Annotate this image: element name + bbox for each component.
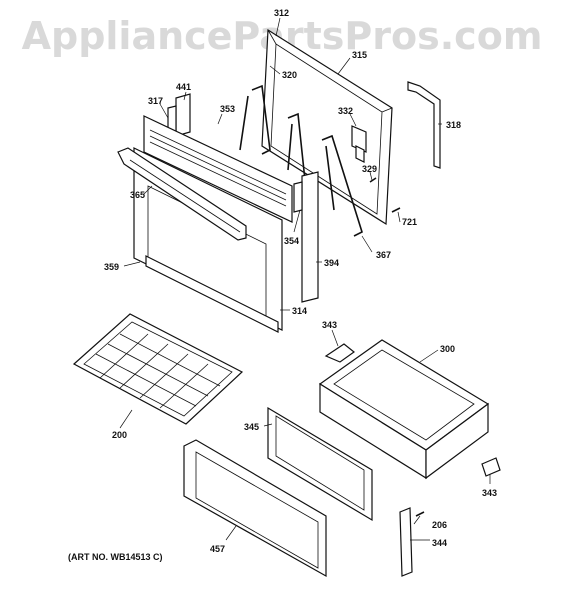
part-441-hinge-bracket[interactable] bbox=[167, 93, 191, 137]
label-332: 332 bbox=[338, 106, 353, 116]
label-359: 359 bbox=[104, 262, 119, 272]
label-200: 200 bbox=[112, 430, 127, 440]
part-343-drawer-clip-left[interactable] bbox=[324, 343, 355, 363]
part-200-oven-rack[interactable] bbox=[72, 313, 244, 425]
part-394-side-post[interactable] bbox=[293, 171, 319, 303]
label-457: 457 bbox=[210, 544, 225, 554]
label-721: 721 bbox=[402, 217, 417, 227]
label-344: 344 bbox=[432, 538, 447, 548]
leader-lines bbox=[119, 17, 491, 541]
part-206-screw[interactable] bbox=[415, 511, 425, 517]
part-329-screw[interactable] bbox=[369, 177, 377, 183]
label-365: 365 bbox=[130, 190, 145, 200]
label-315: 315 bbox=[352, 50, 367, 60]
art-number: (ART NO. WB14513 C) bbox=[68, 552, 163, 562]
part-365-door-handle[interactable] bbox=[117, 147, 247, 241]
part-317-vent-panel[interactable] bbox=[143, 115, 293, 223]
label-317: 317 bbox=[148, 96, 163, 106]
part-number-labels: 312 315 320 441 317 353 332 318 329 365 … bbox=[104, 8, 497, 554]
part-318-gasket[interactable] bbox=[407, 81, 441, 169]
part-300-storage-drawer[interactable] bbox=[318, 339, 490, 480]
label-314: 314 bbox=[292, 306, 307, 316]
label-320: 320 bbox=[282, 70, 297, 80]
label-354: 354 bbox=[284, 236, 299, 246]
part-343-drawer-clip-right[interactable] bbox=[481, 457, 501, 477]
part-314-bottom-trim[interactable] bbox=[145, 255, 279, 333]
label-345: 345 bbox=[244, 422, 259, 432]
label-343-right: 343 bbox=[482, 488, 497, 498]
label-318: 318 bbox=[446, 120, 461, 130]
label-300: 300 bbox=[440, 344, 455, 354]
label-343-left: 343 bbox=[322, 320, 337, 330]
label-329: 329 bbox=[362, 164, 377, 174]
part-457-drawer-front[interactable] bbox=[183, 439, 327, 578]
label-441: 441 bbox=[176, 82, 191, 92]
part-721-screw[interactable] bbox=[391, 207, 401, 213]
label-312: 312 bbox=[274, 8, 289, 18]
part-344-drawer-rail[interactable] bbox=[399, 507, 413, 577]
label-353: 353 bbox=[220, 104, 235, 114]
label-394: 394 bbox=[324, 258, 339, 268]
part-345-drawer-panel[interactable] bbox=[267, 406, 373, 522]
label-367: 367 bbox=[376, 250, 391, 260]
label-206: 206 bbox=[432, 520, 447, 530]
part-332-bracket[interactable] bbox=[351, 125, 367, 163]
